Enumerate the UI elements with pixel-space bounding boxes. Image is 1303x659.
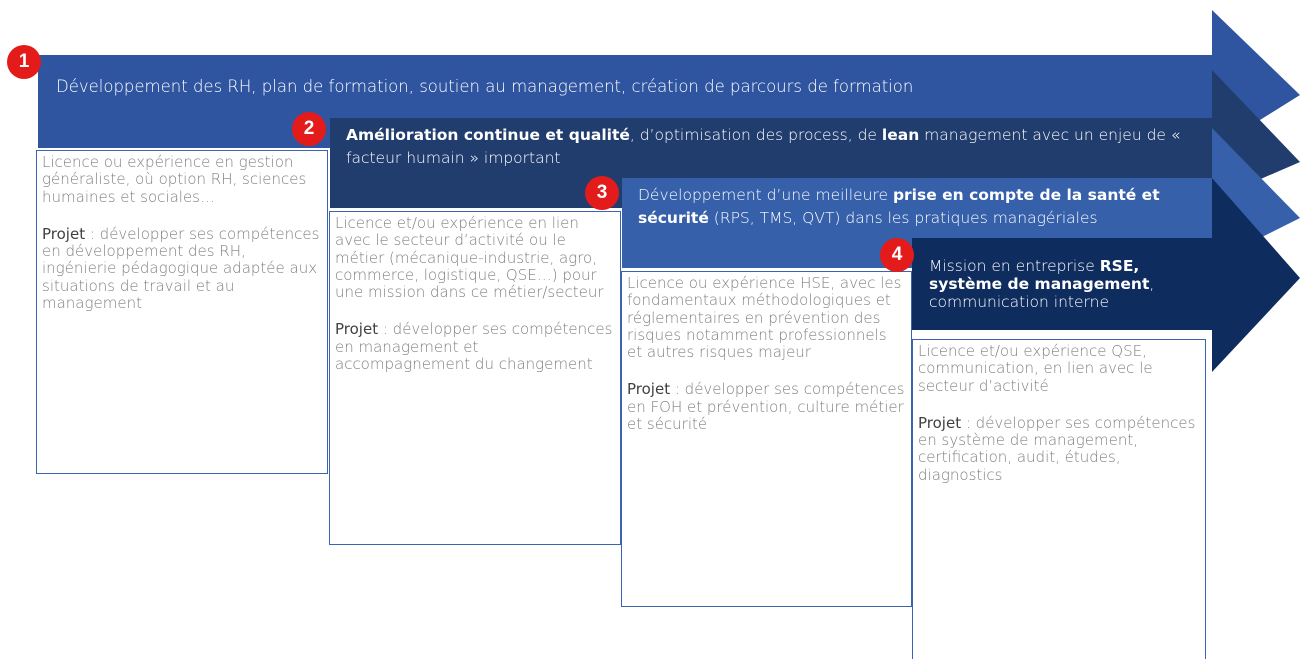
arrow-step-4 [912,178,1300,372]
profile-text-1: Licence ou expérience en gestion général… [42,153,307,206]
banner-step-1: Développement des RH, plan de formation,… [56,75,1196,100]
banner-1-text: Développement des RH, plan de formation,… [56,77,914,96]
project-desc-2: : développer ses compétences en manageme… [335,320,613,373]
profile-text-3: Licence ou expérience HSE, avec les fond… [627,274,902,361]
project-label-3: Projet [627,380,671,399]
banner-2-text1: , d’optimisation des process, de [629,126,882,144]
profile-text-4: Licence et/ou expérience QSE, communicat… [918,342,1153,395]
arrow-step-2 [330,70,1300,208]
step-badge-1: 1 [7,45,41,79]
project-label-1: Projet [42,224,86,243]
banner-step-3: Développement d’une meilleure prise en c… [638,184,1208,231]
project-text-3: Projet : développer ses compétences en F… [627,381,906,433]
project-desc-1: : développer ses compétences en développ… [42,224,320,312]
banner-3-text1: Développement d’une meilleure [638,186,893,204]
profile-box-2: Licence et/ou expérience en lien avec le… [329,211,621,545]
profile-box-4: Licence et/ou expérience QSE, communicat… [912,339,1206,659]
profile-box-3: Licence ou expérience HSE, avec les fond… [621,271,912,607]
profile-text-2: Licence et/ou expérience en lien avec le… [335,214,604,301]
banner-2-bold1: Amélioration continue et qualité [346,126,630,144]
project-text-4: Projet : développer ses compétences en s… [918,413,1200,484]
step-badge-2: 2 [292,112,326,146]
banner-2-text2: management avec un enjeu de « facteur hu… [346,126,1181,168]
banner-step-4: Mission en entreprise RSE, système de ma… [929,257,1204,311]
banner-2-bold2: lean [881,126,920,144]
project-label-2: Projet [335,320,379,339]
project-label-4: Projet [918,413,962,432]
banner-3-bold1: prise en compte de la santé et sécurité [638,186,1160,228]
step-badge-3: 3 [585,176,619,210]
banner-4-text1: Mission en entreprise [929,257,1100,275]
project-desc-4: : développer ses compétences en système … [918,413,1196,484]
project-text-1: Projet : développer ses compétences en d… [42,224,322,312]
banner-3-text2: (RPS, TMS, QVT) dans les pratiques manag… [708,209,1098,228]
project-desc-3: : développer ses compétences en FOH et p… [627,380,905,433]
banner-4-bold1: RSE, système de management [929,257,1150,293]
project-text-2: Projet : développer ses compétences en m… [335,321,615,373]
banner-4-text2: , communication interne [929,274,1155,311]
arrow-step-3 [622,128,1300,268]
step-badge-4: 4 [880,238,914,272]
arrow-step-1 [38,10,1300,150]
banner-step-2: Amélioration continue et qualité, d’opti… [346,124,1206,171]
profile-box-1: Licence ou expérience en gestion général… [36,150,328,474]
